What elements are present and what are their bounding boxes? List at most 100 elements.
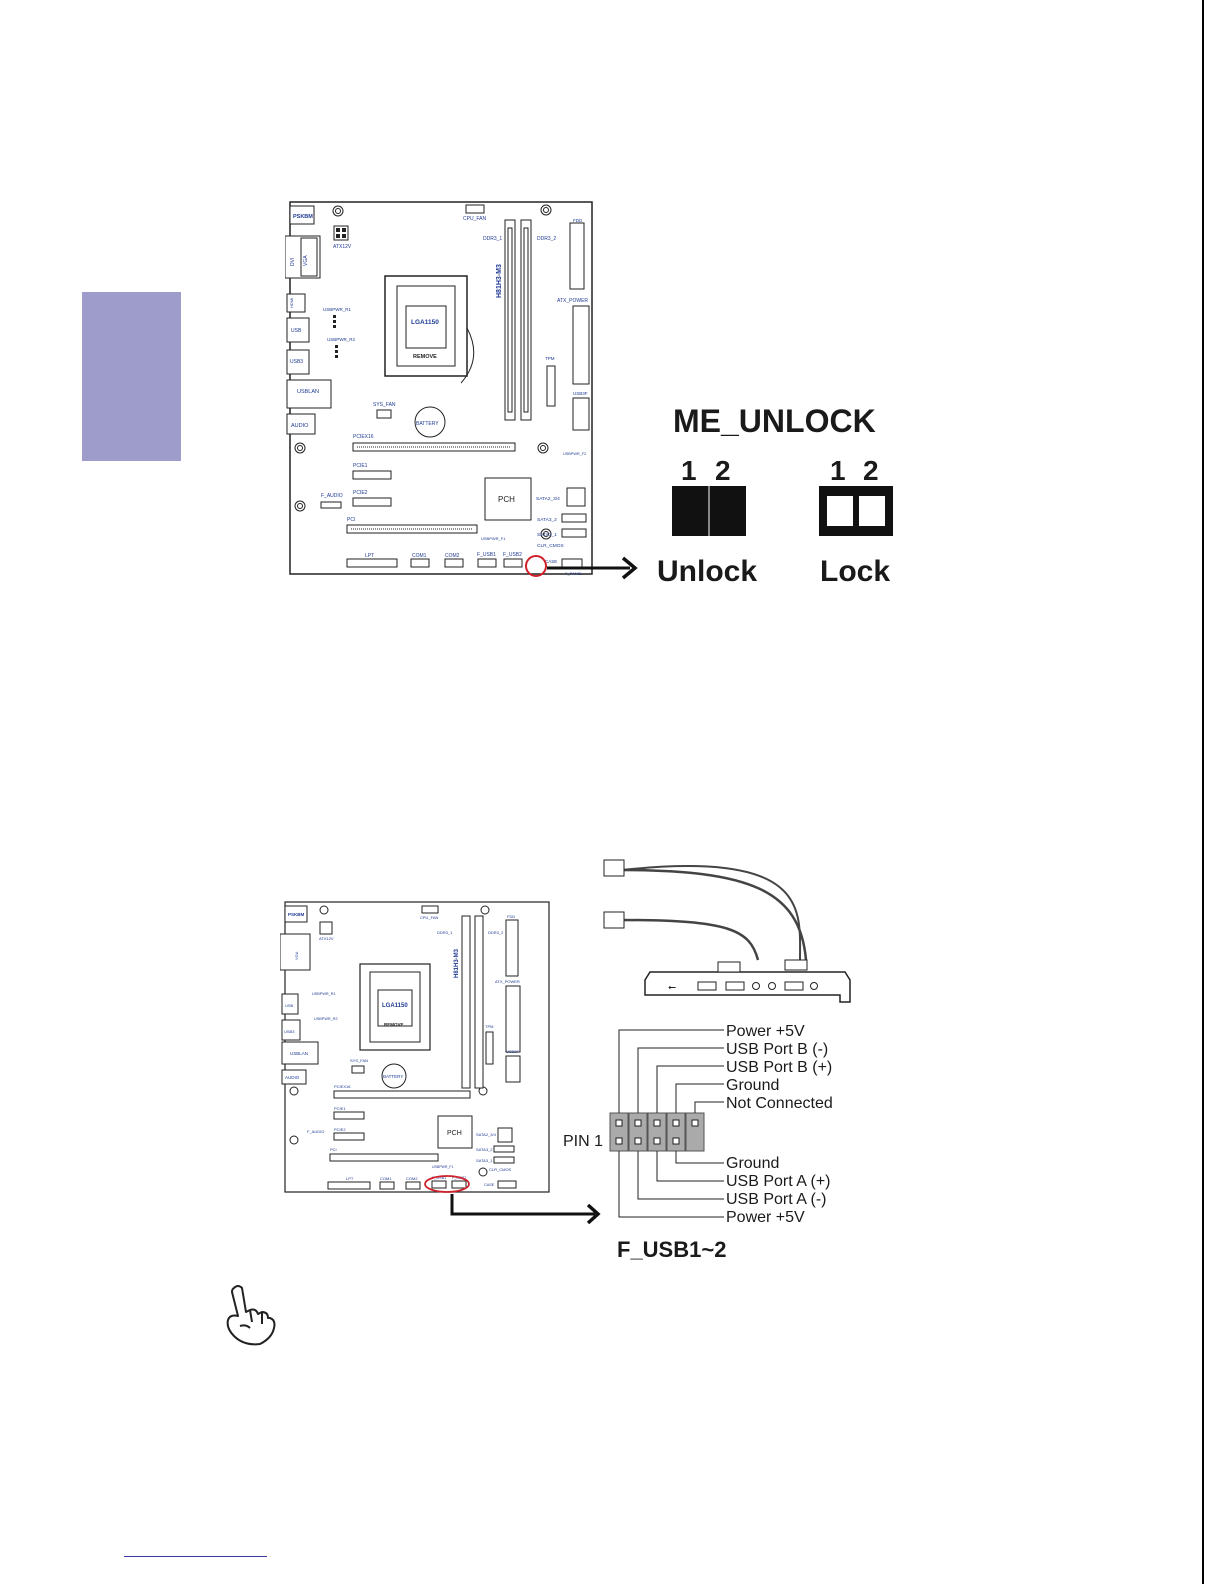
label-sata2-34: SATA2_3/4: [536, 496, 560, 502]
f-usb-diagram: PSKBM ATX12V CPU_FAN VGA USB USB3 USBLAN…: [280, 859, 851, 1262]
label2-cpu-fan: CPU_FAN: [420, 915, 439, 920]
battery: [414, 406, 446, 438]
pch-chip: [484, 477, 532, 521]
f-usb-title: F_USB1~2: [617, 1237, 726, 1262]
label-com1: COM1: [412, 553, 427, 559]
label2-sata2-34: SATA2_3/4: [476, 1132, 497, 1137]
label-usb3f: USB3F: [573, 391, 588, 396]
label-ddr3-1: DDR3_1: [483, 236, 502, 242]
label-sata3-1: SATA3_1: [537, 532, 557, 538]
label2-sata3-2: SATA3_2: [476, 1147, 493, 1152]
label2-pch: PCH: [447, 1130, 462, 1137]
label2-pcie2: PCIE2: [334, 1127, 346, 1132]
label-usb: USB: [291, 328, 302, 334]
label-cpu-fan: CPU_FAN: [463, 216, 486, 222]
label-lpt: LPT: [365, 553, 374, 559]
label-atx12v: ATX12V: [333, 244, 352, 250]
f-usb-header: [609, 1112, 705, 1152]
label2-usbpwr-r1: USBPWR_R1: [312, 992, 336, 996]
label-battery: BATTERY: [416, 421, 439, 427]
label2-atx-power: ATX_POWER: [495, 979, 520, 984]
label-sys-fan: SYS_FAN: [373, 402, 396, 408]
pin-bottom-1: Ground: [726, 1155, 779, 1172]
label2-sata3-1: SATA3_1: [476, 1158, 493, 1163]
label2-f-audio: F_AUDIO: [307, 1129, 324, 1134]
usb-bracket-cable: [619, 865, 808, 961]
label-usbpwr-r1: USBPWR_R1: [323, 307, 352, 312]
label-usblan: USBLAN: [297, 389, 319, 395]
motherboard-outline: [289, 201, 593, 575]
label2-usblan: USBLAN: [290, 1051, 308, 1056]
label-com2: COM2: [445, 553, 460, 559]
label-pciex16: PCIEX16: [353, 434, 374, 440]
lock-pin1: 1: [830, 455, 846, 486]
me-unlock-highlight: [525, 555, 547, 577]
label2-case: CASE: [484, 1183, 495, 1187]
label-remove: REMOVE: [413, 354, 437, 360]
label-fdd: FDD: [573, 218, 583, 223]
label2-usb3: USB3: [284, 1029, 295, 1034]
label2-atx12v: ATX12V: [319, 936, 334, 941]
label-hdmi: HDMI: [289, 298, 294, 308]
label2-remove: REMOVE: [384, 1022, 404, 1027]
label2-pci: PCI: [330, 1147, 337, 1152]
label2-usbpwr-f1: USBPWR_F1: [432, 1165, 453, 1169]
arrow-icon: [621, 556, 638, 580]
f-usb-highlight: [424, 1175, 470, 1193]
pin-bottom-2: USB Port A (+): [726, 1173, 830, 1190]
label2-battery: BATTERY: [383, 1074, 403, 1079]
me-unlock-title: ME_UNLOCK: [673, 403, 876, 439]
label2-usb3f: USB3F: [506, 1049, 519, 1054]
label2-usb: USB: [285, 1003, 294, 1008]
usb-symbol-icon: ⭠: [668, 982, 676, 993]
label2-com2: COM2: [406, 1176, 418, 1181]
label-audio: AUDIO: [291, 423, 309, 429]
me-unlock-diagram: PSKBM ATX12V CPU_FAN VGA DVI HDMI USB US…: [285, 201, 893, 588]
label-tpm: TPM: [545, 356, 555, 361]
label-case: CASE: [545, 559, 557, 564]
label-usbpwr-f1: USBPWR_F1: [481, 536, 506, 541]
label2-clr-cmos: CLR_CMOS: [489, 1167, 512, 1172]
label2-tpm: TPM: [485, 1024, 493, 1029]
label-clr-cmos: CLR_CMOS: [537, 543, 564, 549]
pin-top-5: Not Connected: [726, 1095, 833, 1112]
pin-bottom-4: Power +5V: [726, 1209, 805, 1226]
label-dvi: DVI: [290, 258, 296, 266]
unlock-pin1: 1: [681, 455, 697, 486]
label-f-panel: F_PANEL: [565, 571, 583, 576]
arrow2-icon: [586, 1203, 601, 1225]
label-vga: VGA: [303, 255, 309, 266]
label2-pcie1: PCIE1: [334, 1106, 346, 1111]
label2-fdd: FDD: [507, 914, 515, 919]
label2-audio: AUDIO: [285, 1075, 300, 1080]
label-f-usb2: F_USB2: [503, 552, 522, 558]
board-model: H81H3-M3: [496, 264, 503, 298]
usb-bracket: [644, 971, 851, 1003]
chapter-side-tab: [82, 292, 181, 461]
pin-top-1: Power +5V: [726, 1023, 805, 1040]
label-f-usb1: F_USB1: [477, 552, 496, 558]
label2-ddr3-1: DDR3_1: [437, 930, 453, 935]
label2-ps2: PSKBM: [288, 912, 305, 917]
label-pch: PCH: [498, 495, 515, 504]
label-f-audio: F_AUDIO: [321, 493, 343, 499]
label-usbpwr-r2: USBPWR_R2: [327, 337, 356, 342]
label2-cpu: LGA1150: [382, 1003, 408, 1009]
pointing-hand-icon: [226, 1285, 276, 1346]
dimm-slots: [504, 219, 532, 421]
label2-sys-fan: SYS_FAN: [350, 1058, 368, 1063]
footer-rule: [124, 1556, 267, 1557]
board2-model: H81H3-M3: [454, 948, 460, 978]
label-ps2: PSKBM: [293, 214, 313, 220]
label-usbpwr-f2: USBPWR_F2: [563, 452, 586, 456]
label-sata3-2: SATA3_2: [537, 517, 557, 523]
pin-top-3: USB Port B (+): [726, 1059, 832, 1076]
page-edge-rule: [1202, 0, 1204, 1584]
label2-com1: COM1: [380, 1176, 392, 1181]
label2-f-usb1: F_USB1: [432, 1176, 446, 1180]
label-pcie2: PCIE2: [353, 490, 368, 496]
label2-ddr3-2: DDR3_2: [488, 930, 504, 935]
unlock-pin2: 2: [715, 455, 731, 486]
pin-top-4: Ground: [726, 1077, 779, 1094]
label2-pciex16: PCIEX16: [334, 1084, 351, 1089]
